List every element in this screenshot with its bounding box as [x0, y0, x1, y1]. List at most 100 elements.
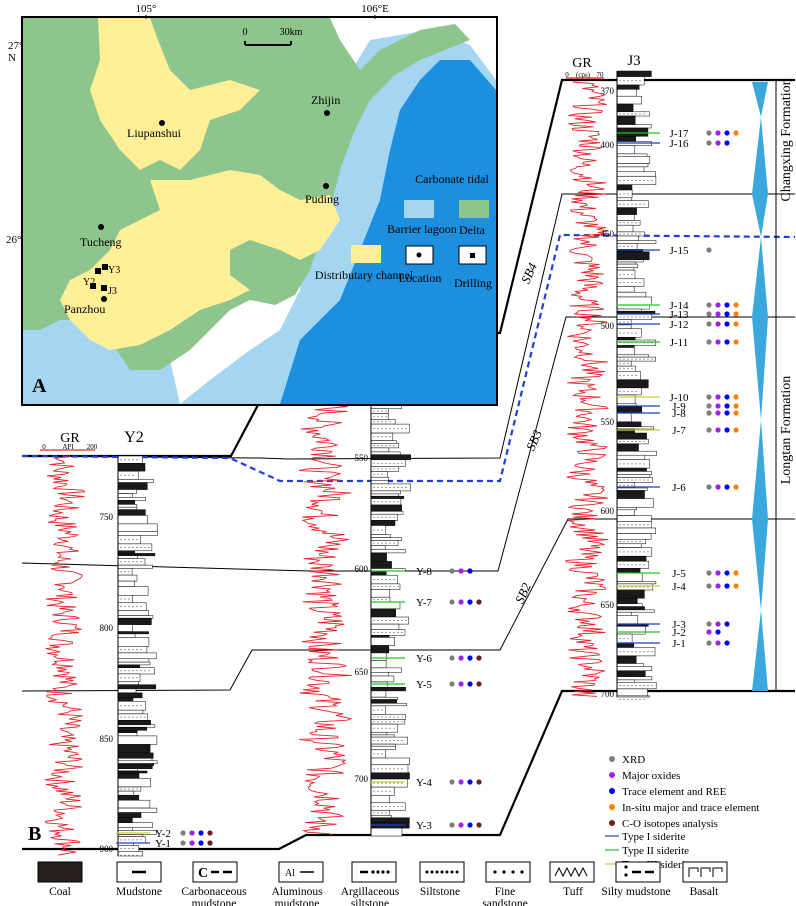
lithology-bed: [370, 795, 390, 804]
lithology-grain: [128, 598, 130, 600]
sample-analysis-dot: [449, 822, 455, 828]
lithology-grain: [631, 245, 633, 247]
lithology-bed: [370, 549, 406, 554]
lithology-bed: [117, 726, 148, 731]
sample-analysis-dot: [706, 394, 712, 400]
lithology-bed: [616, 328, 642, 338]
lithology-bed: [616, 259, 644, 263]
lithology-grain: [623, 564, 625, 566]
lithology-grain: [377, 768, 379, 770]
lithology-bed: [117, 523, 158, 532]
depth-scale-y3: 500 550 600 650 700: [355, 343, 369, 784]
lithology-grain: [623, 479, 625, 481]
siderite-legend-type-1: Type I siderite: [605, 831, 685, 843]
lithology-grain: [627, 564, 629, 566]
lithology-grain: [627, 551, 629, 553]
lithology-bed: [117, 493, 133, 498]
sample-analysis-dot: [715, 621, 721, 627]
lithology-bed: [117, 768, 139, 772]
lithology-grain: [140, 839, 142, 841]
lithology-grain: [385, 428, 387, 430]
sample-analysis-dot: [467, 822, 473, 828]
lithology-bed: [616, 507, 637, 511]
lithology-grain: [389, 586, 391, 588]
sample-label: J-5: [672, 568, 686, 580]
lithology-grain: [128, 571, 130, 573]
lithology-bed: [616, 655, 637, 664]
lithology-grain: [381, 753, 383, 755]
sample-analysis-dot: [715, 394, 721, 400]
svg-text:750: 750: [100, 512, 114, 522]
lithology-grain: [377, 806, 379, 808]
lithology-grain: [623, 321, 625, 323]
gr-unit-y2: API: [62, 443, 74, 451]
lithology-grain: [385, 445, 387, 447]
sample-analysis-dot: [467, 681, 473, 687]
lithology-bed: [616, 115, 636, 125]
lithology-grain: [631, 551, 633, 553]
lithology-grain: [627, 479, 629, 481]
lithology-grain: [389, 421, 391, 423]
lithology-grain: [385, 716, 387, 718]
lithology-grain: [401, 486, 403, 488]
lithology-grain: [385, 806, 387, 808]
sample-analysis-dot: [715, 339, 721, 345]
lithology-grain: [381, 740, 383, 742]
lithology-grain: [377, 473, 379, 475]
lithology-grain: [619, 282, 621, 284]
lithology-grain: [619, 551, 621, 553]
lithology-bed: [117, 765, 153, 769]
depth-scale-y2: 750 800 850 900: [100, 512, 114, 854]
lithology-grain: [124, 606, 126, 608]
lithology-grain: [619, 321, 621, 323]
sample-label: Y-2: [155, 828, 171, 840]
lithology-grain: [128, 561, 130, 563]
lithology-grain: [385, 516, 387, 518]
sample-analysis-dot: [458, 822, 464, 828]
lithology-grain: [389, 579, 391, 580]
lithology-grain: [120, 788, 122, 790]
scale-bar: 0 30km: [243, 27, 303, 46]
lithology-grain: [401, 721, 403, 723]
svg-text:Liupanshui: Liupanshui: [127, 126, 182, 140]
lithology-grain: [144, 670, 146, 672]
lithology-bed: [616, 197, 632, 201]
lithology-grain: [619, 274, 621, 275]
lithology-grain: [635, 441, 637, 442]
lithology-grain: [393, 428, 395, 430]
sample-analysis-dot: [724, 427, 730, 433]
lithology-grain: [120, 606, 122, 608]
lithology-bed: [370, 583, 401, 590]
sample-analysis-dot: [724, 140, 730, 146]
svg-text:700: 700: [601, 689, 615, 699]
lithology-grain: [385, 410, 387, 412]
sample-analysis-dot: [476, 779, 482, 785]
lithology-legend-label: Basalt: [690, 886, 720, 898]
lithology-grain: [393, 727, 395, 729]
lithology-bed: [117, 794, 140, 801]
lithology-bed: [117, 790, 134, 796]
lithology-grain: [381, 782, 383, 784]
sample-analysis-dot: [189, 830, 195, 836]
lithology-bed: [616, 568, 641, 574]
lithology-grain: [373, 727, 375, 729]
lithology-grain: [124, 848, 126, 849]
lithology-bed: [616, 663, 644, 667]
lon-label-105: 105°: [136, 3, 157, 15]
lithology-grain: [619, 586, 621, 588]
svg-text:Major oxides: Major oxides: [622, 770, 680, 782]
lithology-bed: [117, 543, 153, 552]
lithology-grain: [377, 709, 379, 711]
sample-analysis-dot: [715, 640, 721, 646]
lithology-bed: [117, 724, 156, 728]
lithology-bed: [616, 527, 656, 534]
place-tucheng: Tucheng: [80, 224, 122, 249]
lithology-grain: [381, 632, 383, 633]
svg-text:30km: 30km: [280, 27, 303, 38]
map-well-j3: J3: [101, 285, 117, 297]
lithology-grain: [124, 539, 126, 541]
lithology-grain: [120, 474, 122, 476]
svg-text:700: 700: [355, 774, 369, 784]
lithology-bed: [616, 543, 642, 548]
